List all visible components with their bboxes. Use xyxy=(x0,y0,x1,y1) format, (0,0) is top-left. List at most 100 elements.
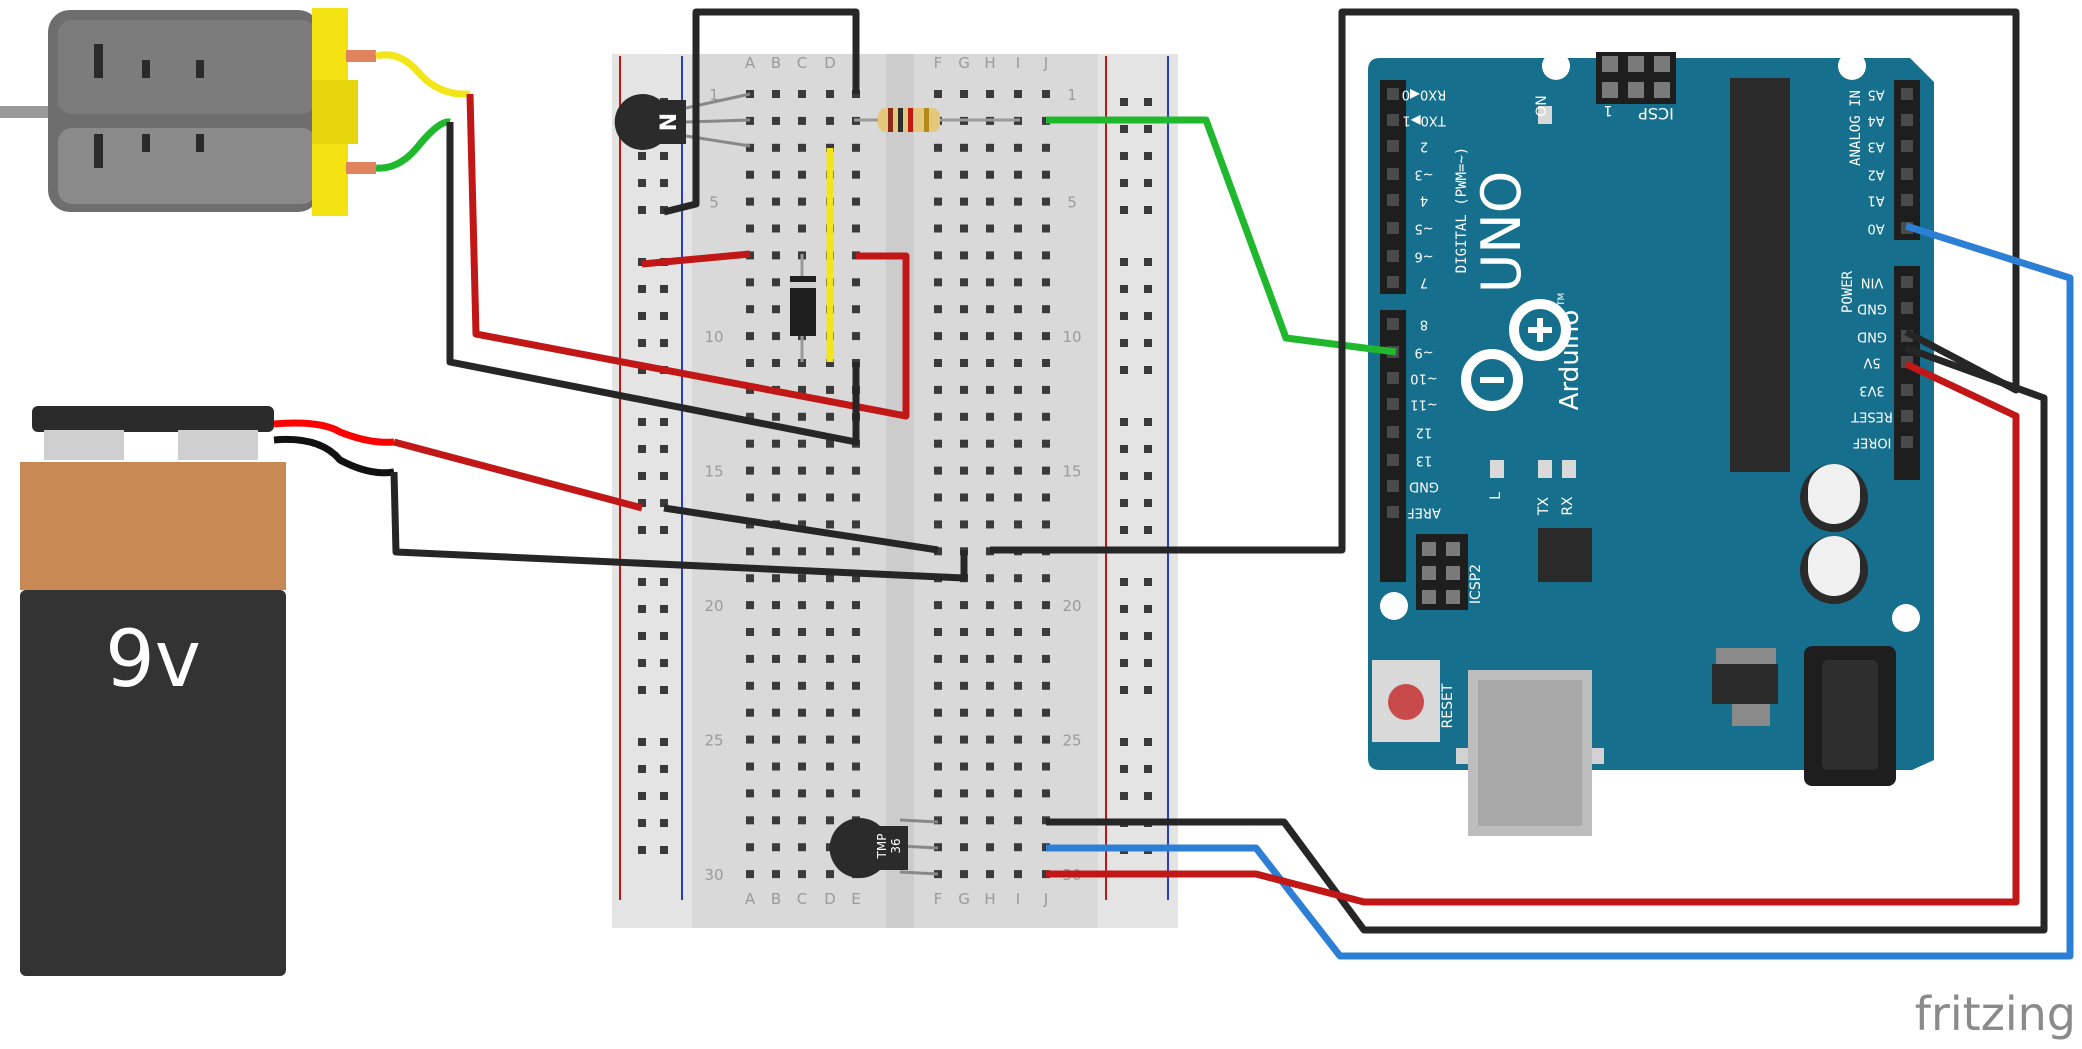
rail-hole xyxy=(638,792,646,800)
breadboard-hole xyxy=(798,870,806,879)
breadboard-hole xyxy=(986,816,994,825)
breadboard-hole xyxy=(986,601,994,610)
power-pin-label: GND xyxy=(1857,301,1887,316)
diode xyxy=(790,254,816,362)
breadboard-hole xyxy=(934,143,942,152)
breadboard-hole xyxy=(986,412,994,421)
digital-pin-label: 7 xyxy=(1420,275,1428,290)
breadboard-hole xyxy=(960,385,968,394)
column-label: I xyxy=(1016,54,1020,72)
digital-pin xyxy=(1387,114,1399,126)
breadboard-hole xyxy=(798,789,806,798)
breadboard-hole xyxy=(852,143,860,152)
reset-button[interactable] xyxy=(1388,684,1424,720)
breadboard-hole xyxy=(826,439,834,448)
breadboard-hole xyxy=(986,305,994,314)
analog-pin-label: A0 xyxy=(1867,221,1884,236)
rail-hole xyxy=(638,499,646,507)
breadboard-hole xyxy=(934,762,942,771)
breadboard-hole xyxy=(746,870,754,879)
on-label: ON xyxy=(1534,95,1550,117)
digital-pin xyxy=(1387,222,1399,234)
breadboard-hole xyxy=(934,708,942,717)
breadboard-hole xyxy=(1042,466,1050,475)
breadboard-hole xyxy=(1042,520,1050,529)
power-pin-label: 3V3 xyxy=(1859,383,1884,398)
power-rail-left xyxy=(612,54,692,928)
breadboard-hole xyxy=(746,305,754,314)
breadboard-hole xyxy=(986,332,994,341)
breadboard-hole xyxy=(772,843,780,852)
breadboard-hole xyxy=(986,251,994,260)
row-label: 1 xyxy=(1067,86,1077,104)
rail-hole xyxy=(660,339,668,347)
breadboard-hole xyxy=(1014,601,1022,610)
breadboard-hole xyxy=(772,870,780,879)
breadboard-hole xyxy=(1014,332,1022,341)
breadboard-hole xyxy=(826,116,834,125)
breadboard-hole xyxy=(1014,628,1022,636)
breadboard-hole xyxy=(746,439,754,448)
breadboard-hole xyxy=(852,520,860,529)
rail-hole xyxy=(1144,526,1152,534)
digital-pin-label: ~9 xyxy=(1414,345,1433,360)
trademark: TM xyxy=(1557,293,1567,307)
breadboard-hole xyxy=(1014,843,1022,852)
rail-hole xyxy=(1120,179,1128,187)
breadboard-hole xyxy=(826,870,834,879)
rail-hole xyxy=(638,738,646,746)
breadboard-hole xyxy=(798,90,806,98)
breadboard-hole xyxy=(1014,385,1022,394)
rail-hole xyxy=(1144,418,1152,426)
power-pin xyxy=(1901,436,1913,448)
digital-pin-label: 12 xyxy=(1416,425,1433,440)
breadboard-hole xyxy=(986,789,994,798)
breadboard-hole xyxy=(772,251,780,260)
breadboard-hole xyxy=(826,681,834,690)
breadboard-hole xyxy=(772,547,780,556)
breadboard-hole xyxy=(746,466,754,475)
power-label: POWER xyxy=(1840,270,1856,313)
rail-hole xyxy=(660,819,668,827)
breadboard-hole xyxy=(1042,251,1050,260)
led-tx xyxy=(1538,460,1552,478)
digital-label: DIGITAL (PWM=~) xyxy=(1454,147,1470,273)
battery-top xyxy=(20,462,286,590)
rail-hole xyxy=(638,632,646,640)
arduino-logo-plus-ring xyxy=(1509,299,1571,361)
power-pin-label: IOREF xyxy=(1853,435,1892,450)
rail-hole xyxy=(1144,659,1152,667)
breadboard-hole xyxy=(986,708,994,717)
analog-pin xyxy=(1901,194,1913,206)
rail-hole xyxy=(1144,125,1152,133)
led-tx-label: TX xyxy=(1536,497,1552,517)
breadboard-hole xyxy=(798,143,806,152)
breadboard-hole xyxy=(772,90,780,98)
battery-lead-red xyxy=(273,419,395,446)
breadboard-hole xyxy=(1014,654,1022,663)
motor-terminal-bottom xyxy=(346,162,376,174)
rail-hole xyxy=(1144,366,1152,374)
breadboard-hole xyxy=(798,843,806,852)
breadboard-hole xyxy=(798,359,806,367)
rail-hole xyxy=(1144,179,1152,187)
breadboard-hole xyxy=(826,762,834,771)
breadboard-hole xyxy=(986,870,994,879)
rail-hole xyxy=(1120,445,1128,453)
battery-label: 9v xyxy=(105,615,201,705)
breadboard-hole xyxy=(934,601,942,610)
rail-hole xyxy=(660,445,668,453)
breadboard-hole xyxy=(960,816,968,825)
digital-pin xyxy=(1387,454,1399,466)
breadboard-hole xyxy=(826,359,834,367)
breadboard-hole xyxy=(798,170,806,179)
rail-hole xyxy=(1144,258,1152,266)
breadboard-hole xyxy=(1014,574,1022,583)
breadboard-hole xyxy=(986,628,994,636)
breadboard-hole xyxy=(826,143,834,152)
breadboard-hole xyxy=(934,305,942,314)
breadboard-hole xyxy=(960,412,968,421)
breadboard-hole xyxy=(772,197,780,206)
analog-pin-label: A5 xyxy=(1867,87,1884,102)
